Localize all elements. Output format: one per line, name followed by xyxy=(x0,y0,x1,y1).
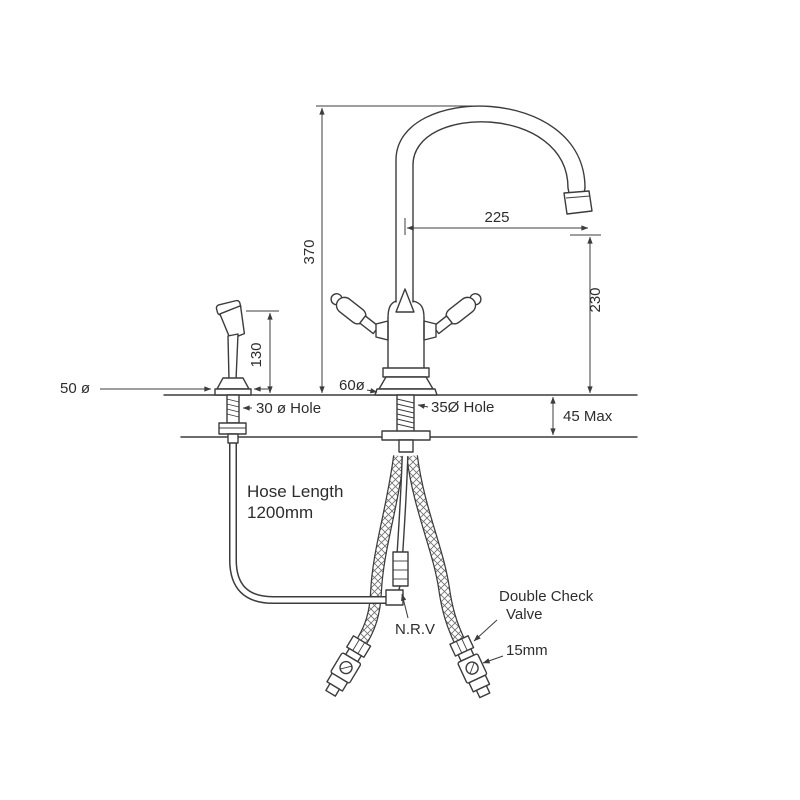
spout-aerator xyxy=(563,190,593,215)
check-valve-left xyxy=(325,635,372,697)
tap-base-flange xyxy=(374,388,438,396)
dimension-spout-height: 370 xyxy=(301,105,486,394)
label-tap-base-diameter: 60ø xyxy=(339,377,378,394)
side-spray-assembly xyxy=(214,299,252,444)
dim-130-label: 130 xyxy=(248,342,265,367)
dim-45max-label: 45 Max xyxy=(563,408,613,425)
swan-neck-spout xyxy=(395,105,593,303)
dim-370-label: 370 xyxy=(301,239,318,264)
label-hose-length: Hose Length 1200mm xyxy=(247,482,343,522)
dim-50-label: 50 ø xyxy=(60,380,90,397)
nrv-valve xyxy=(392,551,409,587)
dimension-spout-reach: 225 xyxy=(404,209,589,235)
braided-hoses xyxy=(356,455,465,645)
tap-assembly xyxy=(330,105,593,453)
tap-handle-right xyxy=(432,293,482,335)
dimension-deck-thickness: 45 Max xyxy=(550,396,613,436)
label-spray-hole: 30 ø Hole xyxy=(242,400,321,417)
dimension-outlet-height: 230 xyxy=(570,234,604,394)
tap-handle-left xyxy=(330,293,380,335)
connection-size-label: 15mm xyxy=(506,642,548,659)
dcv-label-line2: Valve xyxy=(506,606,542,623)
tap-backnut-plate xyxy=(381,430,431,441)
braided-hose-left xyxy=(356,455,405,645)
spray-base-flange xyxy=(214,388,252,396)
spray-handle xyxy=(227,333,239,381)
tap-shank xyxy=(381,394,431,453)
tap-hole-label: 35Ø Hole xyxy=(431,399,494,416)
hose-length-label-line2: 1200mm xyxy=(247,503,313,522)
tap-base-dia-label: 60ø xyxy=(339,377,365,394)
check-valve-right xyxy=(449,635,491,699)
tap-body xyxy=(374,288,438,396)
dcv-label-line1: Double Check xyxy=(499,588,594,605)
dimension-spray-height: 130 xyxy=(246,310,279,394)
label-tap-hole: 35Ø Hole xyxy=(417,399,494,416)
label-nrv: N.R.V xyxy=(395,593,435,638)
hose-elbow-fitting xyxy=(385,589,404,606)
nrv-label: N.R.V xyxy=(395,621,435,638)
label-double-check-valve: Double Check Valve xyxy=(473,588,594,642)
spray-head xyxy=(215,299,246,340)
braided-hose-right xyxy=(406,455,465,643)
spray-hole-label: 30 ø Hole xyxy=(256,400,321,417)
label-connection-size: 15mm xyxy=(482,642,548,664)
spray-backnut xyxy=(218,422,247,435)
spray-shank xyxy=(218,394,247,444)
dimension-spray-diameter: 50 ø xyxy=(60,380,268,397)
dim-230-label: 230 xyxy=(587,287,604,312)
spray-hose xyxy=(229,443,388,604)
nrv-assembly xyxy=(385,455,409,606)
hose-length-label-line1: Hose Length xyxy=(247,482,343,501)
tap-top-finial xyxy=(395,288,415,313)
dim-225-label: 225 xyxy=(484,209,509,226)
